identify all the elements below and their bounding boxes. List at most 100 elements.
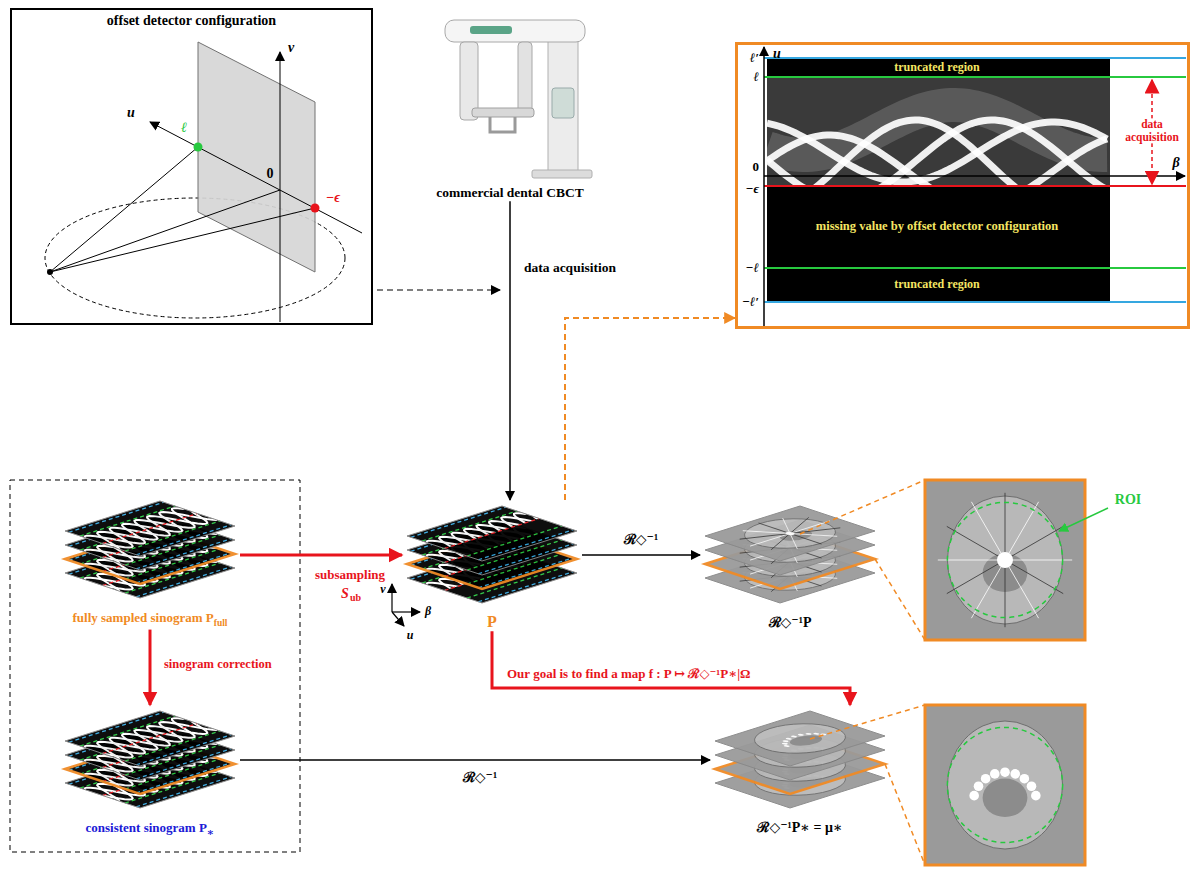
reconstruction-stack bbox=[715, 711, 885, 766]
sinogram-stack bbox=[445, 519, 540, 549]
zoom-leaders bbox=[800, 480, 925, 865]
sinogram-stack bbox=[478, 530, 573, 560]
axis-label: 0 bbox=[753, 160, 760, 174]
connector-arrow bbox=[582, 554, 700, 556]
sinogram-stack bbox=[69, 502, 164, 532]
sinogram-stack bbox=[425, 512, 540, 549]
offset-geometry bbox=[311, 204, 320, 213]
sinogram-stack bbox=[467, 526, 562, 556]
zoom-leaders bbox=[800, 480, 925, 534]
zoom-inset bbox=[947, 721, 1062, 849]
node-caption: ℛ◇⁻¹P∗ = μ∗ bbox=[757, 820, 842, 835]
sinogram-stack bbox=[411, 507, 506, 537]
zoom-leaders bbox=[810, 705, 925, 739]
zoom-inset bbox=[947, 727, 1062, 842]
sinogram-stack bbox=[425, 512, 540, 549]
sinogram-stack bbox=[65, 711, 235, 766]
sinogram-stack bbox=[425, 512, 540, 549]
connector-arrow bbox=[565, 318, 735, 500]
sinusoids bbox=[767, 105, 1107, 186]
node-caption: fully sampled sinogram P bbox=[73, 610, 214, 625]
axis-label: −ϵ bbox=[326, 190, 341, 205]
offset-geometry bbox=[150, 122, 362, 233]
offset-geometry bbox=[50, 208, 315, 272]
connector-arrow bbox=[509, 201, 511, 500]
figure-area bbox=[420, 2, 600, 182]
figure-area bbox=[700, 500, 880, 612]
caption: ℛ◇⁻¹P bbox=[769, 612, 812, 632]
zoom-inset bbox=[1031, 791, 1041, 801]
figure-area bbox=[60, 705, 240, 817]
reconstruction-stack bbox=[743, 524, 790, 539]
caption: fully sampled sinogram Pfull bbox=[73, 607, 228, 630]
sinogram-stack bbox=[65, 711, 235, 766]
reconstruction-stack bbox=[715, 711, 885, 808]
sinogram-stack bbox=[407, 506, 577, 561]
sinogram-image bbox=[764, 301, 1186, 303]
reconstruction-stack bbox=[774, 517, 824, 533]
offset-geometry bbox=[47, 269, 53, 275]
reconstruction-stack bbox=[770, 534, 817, 549]
caption-line: ℛ◇⁻¹P∗ = μ∗ bbox=[710, 817, 890, 837]
sinusoids bbox=[767, 122, 1107, 182]
roi-pointer bbox=[1059, 508, 1108, 531]
region-label: missing value by offset detector configu… bbox=[816, 220, 1058, 234]
sinogram-image bbox=[764, 47, 1186, 326]
sinogram-stack bbox=[80, 716, 175, 746]
mini-axes bbox=[392, 611, 420, 612]
offset-geometry bbox=[50, 147, 198, 272]
zoom-inset bbox=[981, 774, 991, 784]
cbct-photo bbox=[518, 42, 532, 112]
zoom-inset bbox=[925, 480, 1085, 640]
offset-geometry bbox=[280, 52, 281, 322]
axis-label: ℓ′ bbox=[750, 51, 759, 65]
reconstruction-stack bbox=[705, 506, 875, 561]
axis-label: u bbox=[407, 629, 414, 642]
sinogram-image bbox=[764, 185, 1186, 187]
caption-line: ℛ◇⁻¹P bbox=[700, 612, 880, 632]
node-caption: commercial dental CBCT bbox=[436, 185, 583, 200]
zoom-inset bbox=[983, 779, 1028, 817]
offset-geometry bbox=[45, 42, 500, 322]
zoom-inset bbox=[925, 480, 1085, 640]
node-caption: consistent sinogram P bbox=[86, 820, 207, 835]
zoom-inset bbox=[925, 705, 1085, 865]
reconstruction-stack bbox=[715, 711, 885, 766]
zoom-leaders bbox=[885, 764, 925, 865]
zoom-inset bbox=[925, 705, 1085, 865]
reconstruction-stack bbox=[805, 733, 813, 736]
offset-geometry bbox=[198, 42, 315, 272]
caption-line: commercial dental CBCT bbox=[420, 182, 600, 201]
panel-heading: offset detector configuration bbox=[12, 10, 371, 29]
cbct-photo bbox=[470, 26, 512, 34]
axis-label: β bbox=[425, 605, 431, 618]
sinogram-image bbox=[764, 76, 1186, 78]
scanner-photo: commercial dental CBCT bbox=[420, 2, 600, 201]
sinogram-stack bbox=[103, 724, 198, 754]
cbct-photo bbox=[532, 170, 592, 178]
cbct-photo bbox=[490, 117, 515, 132]
axis-label: β bbox=[1172, 155, 1179, 170]
sinogram-stack bbox=[125, 731, 220, 761]
edge-label: ℛ◇⁻¹ bbox=[461, 770, 499, 785]
reconstruction-stack bbox=[705, 506, 875, 561]
zoom-inset bbox=[1005, 560, 1039, 618]
sinogram-stack bbox=[125, 521, 220, 551]
zoom-inset bbox=[1005, 526, 1063, 560]
axis-label: −ℓ bbox=[746, 261, 759, 275]
reconstruction-stack bbox=[715, 711, 885, 766]
zoom-inset bbox=[974, 781, 984, 791]
mini-axes bbox=[391, 584, 392, 612]
sinogram-stack bbox=[136, 735, 231, 765]
edge-label: sinogram correction bbox=[162, 658, 274, 672]
sinogram-stack: fully sampled sinogram Pfull bbox=[60, 495, 240, 630]
sinogram-image bbox=[763, 47, 765, 326]
reconstruction-stack: ℛ◇⁻¹P∗ = μ∗ bbox=[710, 705, 890, 837]
sinogram-stack bbox=[103, 514, 198, 544]
figure-area bbox=[402, 500, 582, 612]
caption: P bbox=[487, 612, 497, 631]
